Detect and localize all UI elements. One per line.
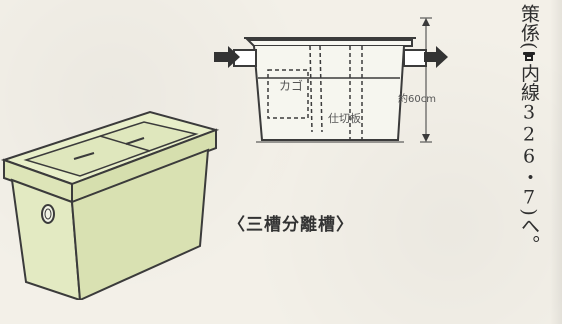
vertical-side-text: 策係( 内線326・7)へ。 [518,4,540,254]
height-label: 約60cm [398,94,436,105]
side-text-part1: 策係 [518,4,540,42]
side-text-extension: 内線326・7 [518,63,540,209]
tank-perspective-illustration [0,110,220,300]
partition-label: 仕切板 [328,112,361,125]
side-text-part3: へ。 [518,215,540,254]
basket-label: カゴ [279,79,304,93]
diagram-caption: 〈三槽分離槽〉 [228,215,354,235]
side-close-paren: ) [518,208,540,216]
page-edge [550,0,562,324]
tank-cross-section-diagram [233,17,432,143]
phone-icon [523,49,540,63]
side-open-paren: ( [518,42,540,50]
